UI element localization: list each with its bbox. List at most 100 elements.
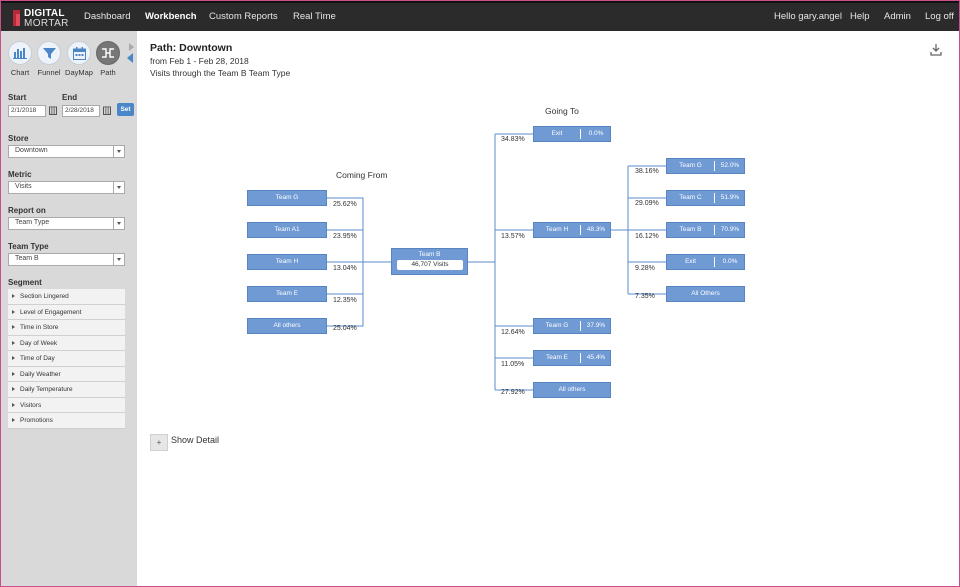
segment-visitors[interactable]: Visitors: [8, 397, 125, 413]
to-node-name: Team H: [545, 226, 569, 233]
to-node-value: 48.3%: [586, 226, 606, 233]
next-node-value: 51.9%: [720, 194, 740, 201]
funnel-icon: [37, 41, 61, 65]
tool-path-label: Path: [100, 68, 116, 77]
nav-custom-reports[interactable]: Custom Reports: [209, 11, 278, 22]
tool-daymap[interactable]: DayMap: [65, 41, 93, 77]
tool-chart-label: Chart: [10, 68, 30, 77]
coming-from-header: Coming From: [336, 170, 388, 180]
store-select-value: Downtown: [15, 147, 48, 154]
nav-workbench[interactable]: Workbench: [145, 11, 197, 22]
next-node-value: 0.0%: [722, 258, 738, 265]
next-pct: 7.35%: [635, 293, 655, 300]
node-divider: [580, 129, 581, 139]
from-node-team-g[interactable]: Team G: [247, 190, 327, 206]
show-detail-label[interactable]: Show Detail: [171, 435, 220, 445]
center-node-team-b[interactable]: Team B 46,707 Visits: [391, 248, 468, 275]
chevron-down-icon: [113, 218, 124, 229]
to-node-value: 0.0%: [588, 130, 604, 137]
next-node-name: Exit: [685, 258, 696, 265]
main-panel: Path: Downtown from Feb 1 - Feb 28, 2018…: [137, 31, 959, 586]
nav-real-time[interactable]: Real Time: [293, 11, 336, 22]
tool-path[interactable]: Path: [95, 41, 121, 77]
start-calendar-icon[interactable]: [49, 106, 57, 115]
node-divider: [580, 321, 581, 331]
to-node-name: Team E: [545, 354, 569, 361]
end-calendar-icon[interactable]: [103, 106, 111, 115]
center-node-name: Team B: [418, 251, 441, 258]
chevron-down-icon: [113, 146, 124, 157]
to-node-all-others[interactable]: All others: [533, 382, 611, 398]
nav-log-off[interactable]: Log off: [925, 11, 954, 22]
expand-arrow-icon[interactable]: [129, 43, 134, 51]
date-range-text: from Feb 1 - Feb 28, 2018: [150, 56, 249, 66]
metric-select[interactable]: Visits: [8, 181, 125, 194]
path-diagram: Coming From Going To Team G 25.62% Team …: [137, 31, 959, 586]
from-node-name: All others: [273, 322, 301, 329]
from-node-team-a1[interactable]: Team A1: [247, 222, 327, 238]
nav-dashboard[interactable]: Dashboard: [84, 11, 131, 22]
from-node-team-h[interactable]: Team H: [247, 254, 327, 270]
user-greeting[interactable]: Hello gary.angel: [774, 11, 842, 22]
end-label: End: [62, 93, 78, 102]
to-pct: 11.05%: [501, 361, 525, 368]
next-node-all-others[interactable]: All Others: [666, 286, 745, 302]
chevron-down-icon: [113, 182, 124, 193]
next-node-value: 52.0%: [720, 162, 740, 169]
start-date-input[interactable]: 2/1/2018: [8, 105, 46, 117]
report-on-label: Report on: [8, 206, 46, 215]
next-pct: 29.09%: [635, 200, 659, 207]
from-node-all-others[interactable]: All others: [247, 318, 327, 334]
next-node-name: Team B: [679, 226, 702, 233]
tool-chart[interactable]: Chart: [7, 41, 33, 77]
team-type-select[interactable]: Team B: [8, 253, 125, 266]
to-node-value: 37.9%: [586, 322, 606, 329]
end-date-input[interactable]: 2/28/2018: [62, 105, 100, 117]
node-divider: [714, 161, 715, 171]
segment-section-lingered[interactable]: Section Lingered: [8, 289, 125, 305]
top-nav-bar: DIGITAL MORTAR Dashboard Workbench Custo…: [1, 1, 959, 31]
next-node-exit[interactable]: Exit 0.0%: [666, 254, 745, 270]
logo-text-line2: MORTAR: [24, 18, 69, 29]
segment-daily-weather[interactable]: Daily Weather: [8, 366, 125, 382]
show-detail-button[interactable]: +: [150, 434, 168, 451]
going-to-header: Going To: [545, 106, 579, 116]
calendar-icon: [67, 41, 91, 65]
node-divider: [580, 225, 581, 235]
from-pct: 12.35%: [333, 297, 357, 304]
segment-level-of-engagement[interactable]: Level of Engagement: [8, 304, 125, 320]
to-node-name: Exit: [551, 130, 563, 137]
to-pct: 13.57%: [501, 233, 525, 240]
nav-admin[interactable]: Admin: [884, 11, 911, 22]
nav-help[interactable]: Help: [850, 11, 870, 22]
sidebar: Chart Funnel DayMap Path Start End 2/1/2…: [1, 31, 137, 586]
to-pct: 12.64%: [501, 329, 525, 336]
next-pct: 16.12%: [635, 233, 659, 240]
segment-daily-temperature[interactable]: Daily Temperature: [8, 382, 125, 398]
to-node-exit[interactable]: Exit 0.0%: [533, 126, 611, 142]
segment-day-of-week[interactable]: Day of Week: [8, 335, 125, 351]
from-node-team-e[interactable]: Team E: [247, 286, 327, 302]
page-title: Path: Downtown: [150, 42, 233, 54]
from-pct: 13.04%: [333, 265, 357, 272]
metric-select-value: Visits: [15, 183, 32, 190]
segment-time-of-day[interactable]: Time of Day: [8, 351, 125, 367]
segment-time-in-store[interactable]: Time in Store: [8, 320, 125, 336]
from-node-name: Team G: [275, 194, 299, 201]
to-node-team-h[interactable]: Team H 48.3%: [533, 222, 611, 238]
team-type-select-value: Team B: [15, 255, 39, 262]
store-select[interactable]: Downtown: [8, 145, 125, 158]
segment-promotions[interactable]: Promotions: [8, 413, 125, 429]
download-icon[interactable]: [930, 43, 942, 56]
tool-funnel[interactable]: Funnel: [36, 41, 62, 77]
collapse-sidebar-icon[interactable]: [127, 53, 133, 63]
center-node-visits: 46,707 Visits: [397, 260, 463, 270]
set-date-button[interactable]: Set: [117, 103, 134, 116]
report-on-select[interactable]: Team Type: [8, 217, 125, 230]
